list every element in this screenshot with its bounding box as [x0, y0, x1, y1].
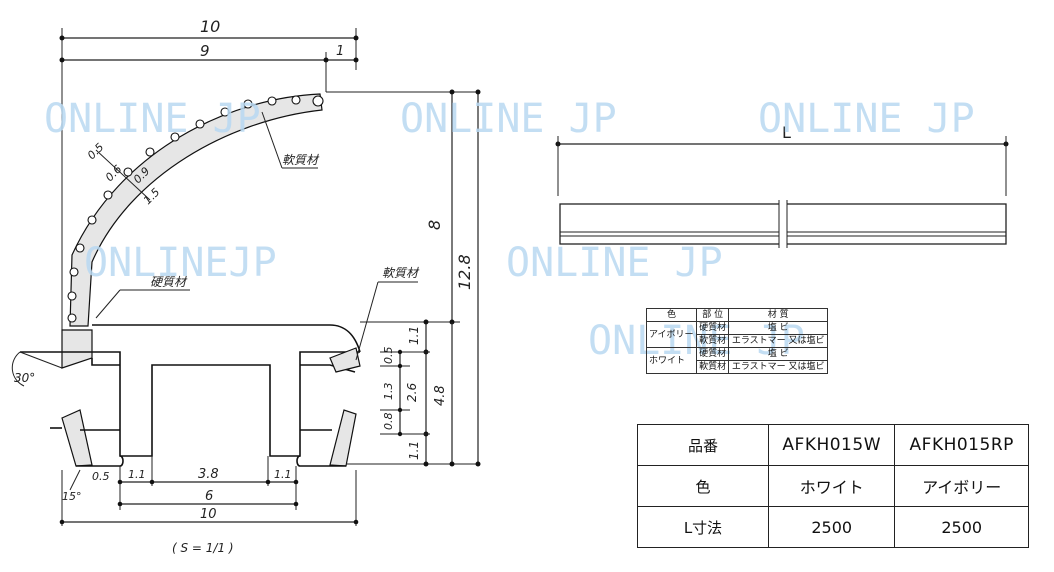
spec-color-ivory: アイボリー [645, 321, 698, 348]
dim-stack-a: 1.1 [407, 326, 421, 345]
watermarks: ONLINE JP ONLINE JP ONLINE JP ONLINEJP O… [44, 96, 975, 364]
leader-soft-right: 軟質材 [355, 266, 420, 361]
dim-thk-b: 0.6 [103, 163, 125, 185]
label-soft-material-top: 軟質材 [282, 153, 320, 167]
spec-header-material: 材 質 [728, 308, 828, 322]
watermark-3: ONLINE JP [758, 96, 975, 142]
product-color-white: ホワイト [767, 465, 896, 507]
dim-angle-left: 30° [14, 371, 35, 385]
dim-thk-a: 0.5 [85, 141, 107, 163]
dim-stack-c: 1.3 [382, 383, 395, 401]
right-dimensions: 8 12.8 1.1 2.6 1.1 0.5 1.3 0.8 4.8 [326, 89, 481, 467]
dim-angle-bottom: 15° [62, 490, 82, 503]
product-length-ivory: 2500 [894, 506, 1029, 548]
product-row-label-color: 色 [637, 465, 769, 507]
spec-part: 軟質材 [696, 334, 730, 348]
dim-bottom-six: 6 [205, 489, 213, 504]
dim-bottom-total: 10 [200, 507, 217, 522]
spec-part: 硬質材 [696, 347, 730, 361]
label-length: L [782, 123, 791, 142]
bottom-dimensions: 1.1 3.8 1.1 6 10 ( S = 1/1 ) [59, 456, 359, 555]
product-color-ivory: アイボリー [894, 465, 1029, 507]
spec-part: 硬質材 [696, 321, 730, 335]
scale-note: ( S = 1/1 ) [172, 541, 234, 555]
watermark-5: ONLINE JP [506, 240, 723, 286]
dim-bottom-right: 1.1 [274, 468, 292, 481]
leader-soft-top: 軟質材 [261, 111, 320, 169]
material-spec-table: 色 部 位 材 質 アイボリー 硬質材 塩 ビ 軟質材 エラストマー 又は塩ビ … [645, 308, 828, 374]
product-code-ivory: AFKH015RP [894, 424, 1029, 466]
spec-header-part: 部 位 [696, 308, 730, 322]
top-dimensions: 10 9 1 [59, 17, 359, 330]
spec-material: 塩 ビ [728, 347, 828, 361]
watermark-4: ONLINEJP [84, 240, 277, 286]
spec-material: エラストマー 又は塩ビ [728, 334, 828, 348]
dim-height-total: 12.8 [455, 254, 474, 290]
spec-material: 塩 ビ [728, 321, 828, 335]
dim-bottom-mid: 3.8 [198, 467, 219, 482]
dim-stack-f: 4.8 [433, 385, 448, 406]
product-row-label-code: 品番 [637, 424, 769, 466]
label-hard-material: 硬質材 [150, 275, 188, 289]
product-row-label-length: L寸法 [637, 506, 769, 548]
product-table: 品番 AFKH015W AFKH015RP 色 ホワイト アイボリー L寸法 2… [637, 424, 1029, 548]
dim-height-upper: 8 [425, 220, 444, 230]
angle-notes: 30° 15° 0.5 [11, 351, 110, 503]
base-profile [19, 324, 361, 467]
spec-color-white: ホワイト [645, 347, 698, 374]
label-soft-material-right: 軟質材 [382, 266, 420, 280]
dim-stack-b: 0.5 [382, 347, 395, 365]
watermark-1: ONLINE JP [44, 96, 261, 142]
dim-tip: 0.5 [92, 470, 110, 483]
curved-lip [61, 93, 324, 369]
length-view: L [555, 123, 1009, 248]
dim-bottom-left: 1.1 [128, 468, 146, 481]
lip-bumps [67, 95, 324, 323]
watermark-2: ONLINE JP [400, 96, 617, 142]
spec-material: エラストマー 又は塩ビ [728, 360, 828, 374]
dim-inner-width: 9 [200, 42, 210, 60]
leader-hard: 硬質材 [95, 275, 190, 319]
dim-offset-right: 1 [336, 44, 344, 59]
dim-stack-e: 2.6 [405, 383, 419, 402]
dim-stack-g: 1.1 [407, 441, 421, 460]
dim-total-width-top: 10 [200, 17, 220, 36]
product-length-white: 2500 [767, 506, 896, 548]
spec-part: 軟質材 [696, 360, 730, 374]
dim-stack-d: 0.8 [382, 413, 395, 431]
spec-header-color: 色 [645, 308, 698, 322]
product-code-white: AFKH015W [767, 424, 896, 466]
